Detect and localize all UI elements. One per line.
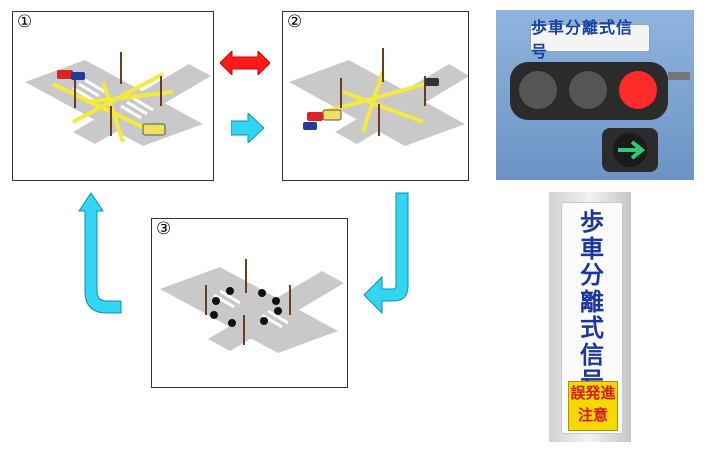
pole-char: 歩 [580,208,604,236]
intersection-diagram-2 [289,48,468,146]
pole-char: 離 [580,287,604,316]
photo-pole-sign: 歩 車 分 離 式 信 号 誤発進 注意 [549,192,631,442]
signal-poles [205,259,291,345]
panel-phase-1: ① [12,11,214,181]
down-left-arrow-cyan [363,192,409,315]
photo-traffic-signal: 歩車分離式信号 [496,10,694,180]
warning-line: 注意 [577,406,608,424]
up-arrow-cyan [78,192,122,314]
cars [57,70,166,136]
panel-phase-2: ② [282,11,469,181]
panel-number: ③ [156,219,172,239]
double-arrow-red [220,51,270,75]
pole-char: 信 [580,340,604,369]
signal-poles [74,52,162,136]
cars [303,78,439,130]
pole-sign-text: 歩 車 分 離 式 信 号 [562,209,622,395]
intersection-diagram-1 [25,52,211,146]
right-arrow-cyan [231,113,264,143]
pole-char: 車 [580,234,604,263]
pole-char: 分 [580,261,604,289]
intersection-diagram-3 [160,259,344,353]
warning-sign: 誤発進 注意 [568,381,618,431]
pole-sign-panel: 歩 車 分 離 式 信 号 誤発進 注意 [561,202,623,434]
panel-number: ① [17,12,33,32]
traffic-flow-arrows [52,72,174,143]
pedestrians [210,287,282,327]
panel-phase-3: ③ [151,218,348,388]
warning-line: 誤発進 [570,384,616,402]
panel-number: ② [287,12,303,32]
signal-lamps [510,62,690,172]
pole-char: 式 [580,314,604,342]
